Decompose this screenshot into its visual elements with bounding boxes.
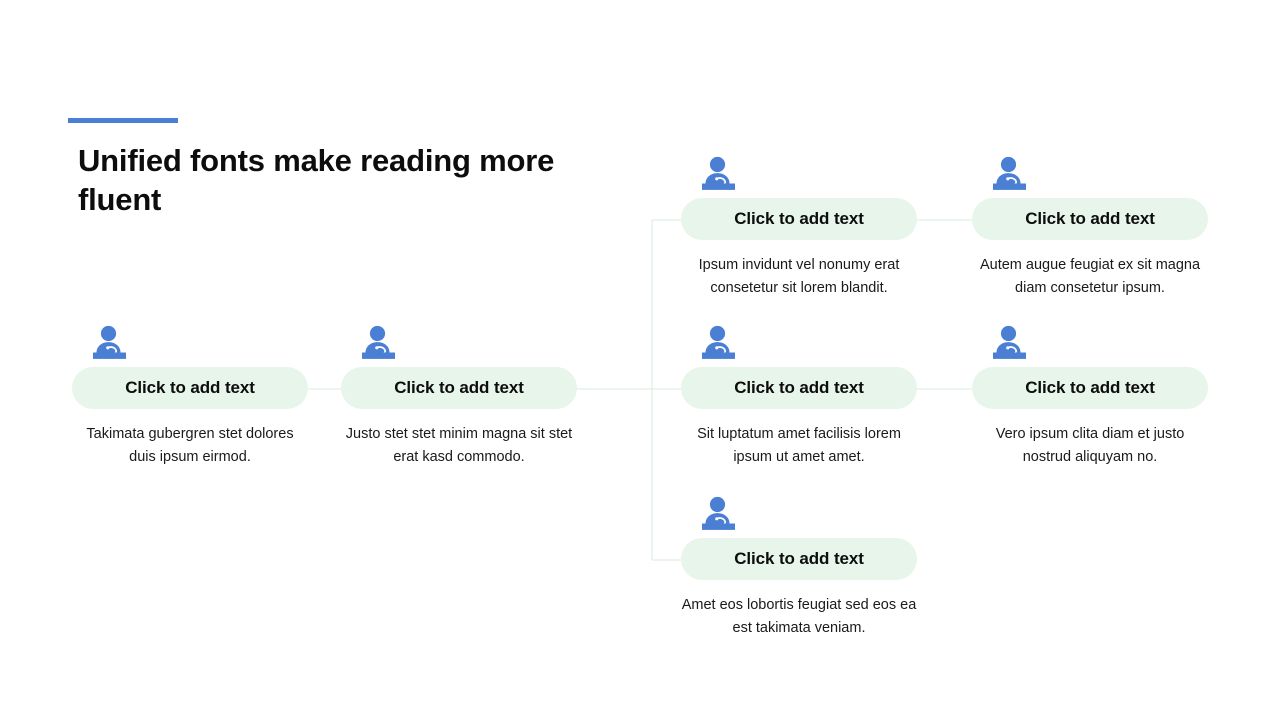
node-1-description: Takimata gubergren stet dolores duis ips…: [86, 426, 294, 465]
node-1-pill[interactable]: Click to add text: [72, 367, 308, 409]
node-6-description: Autem augue feugiat ex sit magna diam co…: [979, 257, 1201, 296]
node-7-label: Click to add text: [1025, 378, 1155, 397]
node-5-description: Amet eos lobortis feugiat sed eos ea est…: [681, 597, 917, 636]
speaker-podium-icon: [993, 156, 1026, 190]
node-3-pill[interactable]: Click to add text: [681, 198, 917, 240]
node-6[interactable]: Click to add text Autem augue feugiat ex…: [972, 156, 1208, 300]
node-7-pill[interactable]: Click to add text: [972, 367, 1208, 409]
node-2[interactable]: Click to add text Justo stet stet minim …: [341, 325, 577, 469]
node-3[interactable]: Click to add text Ipsum invidunt vel non…: [681, 156, 917, 300]
speaker-podium-icon: [993, 325, 1026, 359]
node-3-label: Click to add text: [734, 209, 864, 228]
node-5-pill[interactable]: Click to add text: [681, 538, 917, 580]
node-4-pill[interactable]: Click to add text: [681, 367, 917, 409]
node-6-pill[interactable]: Click to add text: [972, 198, 1208, 240]
page-title: Unified fonts make reading more fluent: [78, 143, 555, 217]
node-7-description: Vero ipsum clita diam et justo nostrud a…: [995, 426, 1185, 465]
node-4-label: Click to add text: [734, 378, 864, 397]
node-3-description: Ipsum invidunt vel nonumy erat consetetu…: [698, 257, 900, 296]
node-1[interactable]: Click to add text Takimata gubergren ste…: [72, 325, 308, 469]
title-accent-bar: [68, 118, 178, 123]
speaker-podium-icon: [702, 156, 735, 190]
node-7[interactable]: Click to add text Vero ipsum clita diam …: [972, 325, 1208, 469]
node-5[interactable]: Click to add text Amet eos lobortis feug…: [681, 496, 917, 640]
node-2-label: Click to add text: [394, 378, 524, 397]
node-1-label: Click to add text: [125, 378, 255, 397]
node-6-label: Click to add text: [1025, 209, 1155, 228]
speaker-podium-icon: [702, 325, 735, 359]
node-5-label: Click to add text: [734, 549, 864, 568]
node-4[interactable]: Click to add text Sit luptatum amet faci…: [681, 325, 917, 469]
node-2-pill[interactable]: Click to add text: [341, 367, 577, 409]
speaker-podium-icon: [93, 325, 126, 359]
speaker-podium-icon: [362, 325, 395, 359]
speaker-podium-icon: [702, 496, 735, 530]
node-2-description: Justo stet stet minim magna sit stet era…: [345, 426, 573, 465]
node-4-description: Sit luptatum amet facilisis lorem ipsum …: [697, 426, 901, 465]
